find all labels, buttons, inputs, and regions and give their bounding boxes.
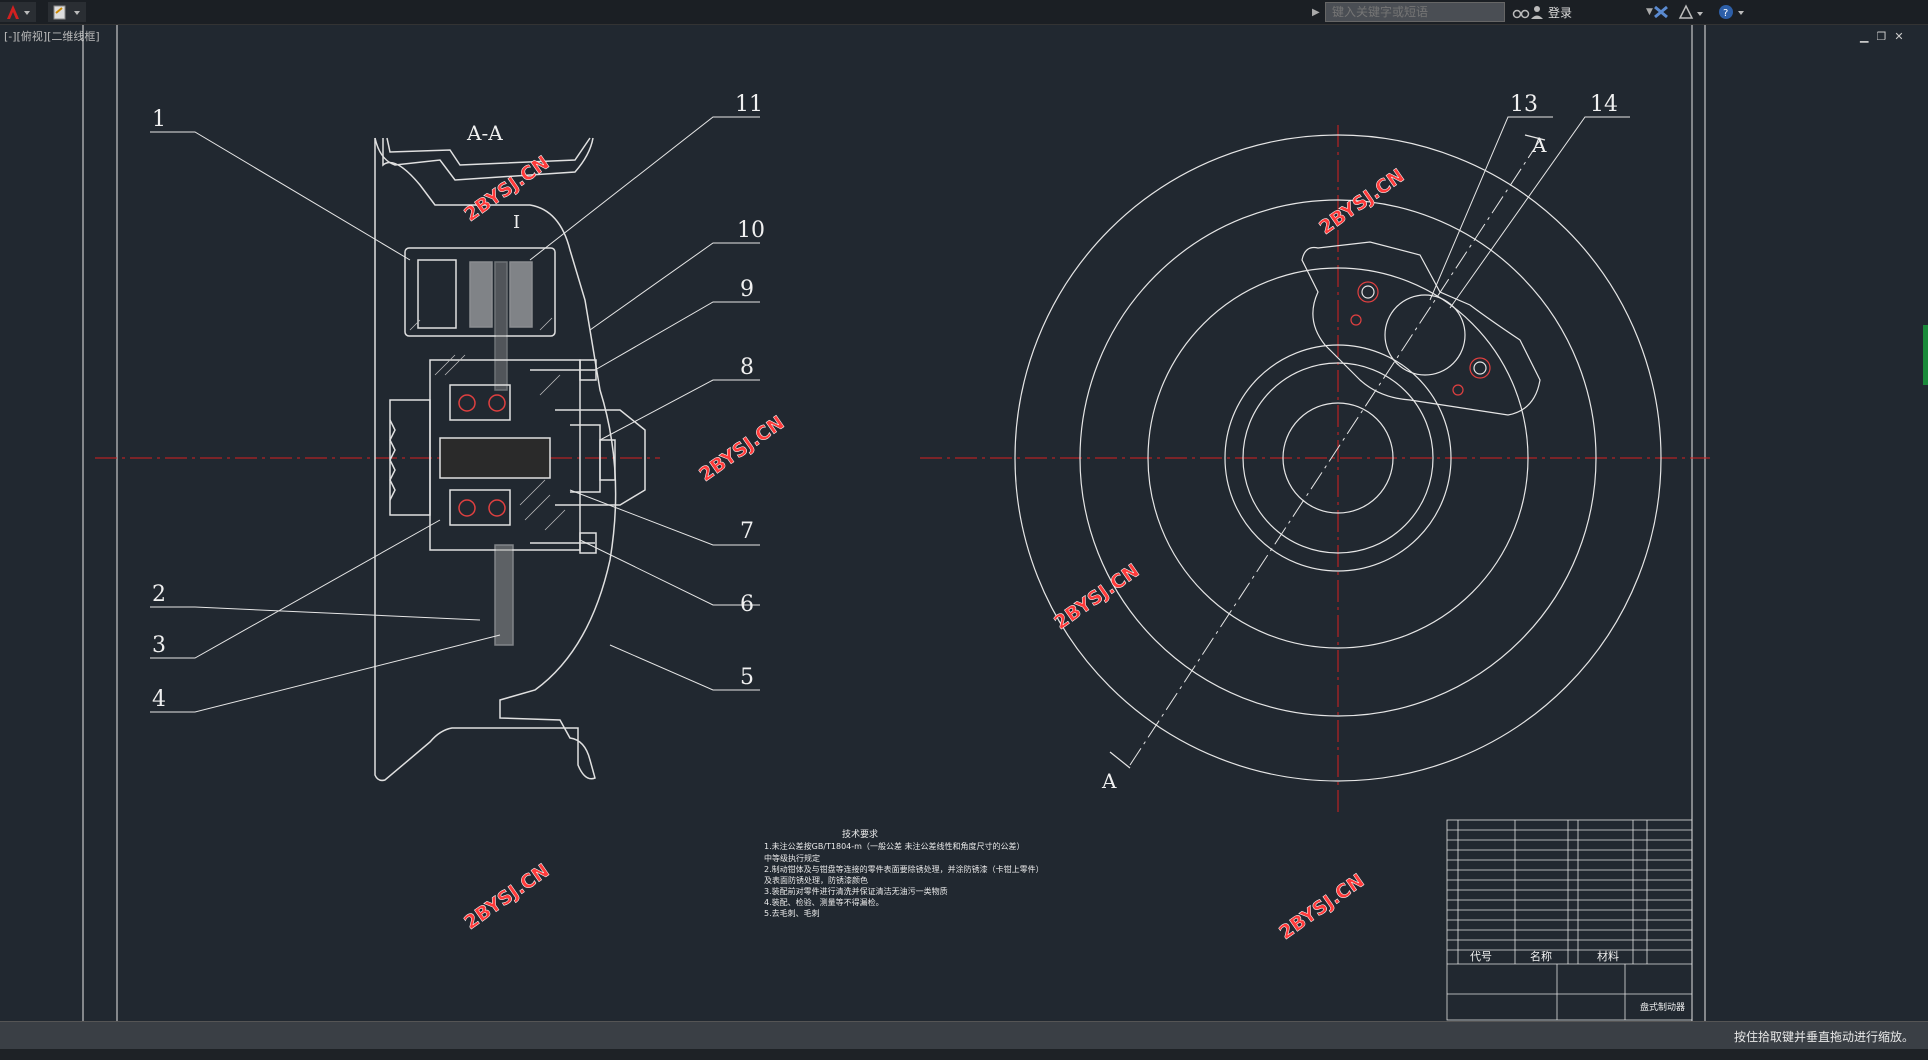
tech-line: 4.装配、检验、测量等不得漏检。 [764,897,884,907]
title-block [1446,819,1693,1021]
view-labels: A-A I A A [466,121,1547,793]
new-document-icon [53,5,80,20]
section-label: A-A [466,121,503,145]
tech-line: 3.装配前对零件进行清洗并保证清洁无油污一类物质 [764,886,948,896]
binoculars-icon [1512,6,1543,19]
drawing-canvas[interactable]: 1 2 3 4 5 6 7 8 9 10 11 13 14 A-A I A A … [0,25,1928,1021]
tech-line: 2.制动钳体及与钳盘等连接的零件表面要除锈处理，并涂防锈漆（卡钳上零件） [764,864,1044,874]
technical-requirements: 技术要求 1.未注公差按GB/T1804-m（一般公差 未注公差线性和角度尺寸的… [764,828,1044,918]
watermark: 2BYSJ.CN [1275,870,1368,944]
search-input[interactable] [1325,2,1505,22]
centerlines [95,125,1710,815]
front-view-a [1014,134,1662,782]
autocad-logo-icon [7,5,30,19]
callout-3: 3 [152,633,166,658]
login-label: 登录 [1548,5,1573,20]
tech-line: 中等级执行规定 [764,853,820,863]
viewport-controls-label[interactable]: [-][俯视][二维线框] [4,30,100,43]
drawing-window-controls: ▁ ❐ ✕ [1860,30,1904,43]
col-material-label: 材料 [1597,949,1619,963]
login-dropdown-icon: ▼ [1646,7,1653,17]
leader-lines [150,116,1630,713]
minimize-icon[interactable]: ▁ [1860,30,1869,43]
callout-6: 6 [740,592,754,617]
tech-line: 5.去毛刺、毛刺 [764,908,820,918]
callout-11: 11 [735,92,763,117]
callout-14: 14 [1590,92,1618,117]
title-bar: ▶ 登录 ▼ ? [0,0,1928,25]
a360-icon[interactable] [1678,2,1706,22]
scroll-indicator[interactable] [1923,325,1928,385]
callout-4: 4 [152,687,166,712]
restore-icon[interactable]: ❐ [1876,30,1887,43]
help-icon[interactable]: ? [1718,2,1748,22]
callout-2: 2 [152,582,166,607]
tech-line: 及表面防锈处理，防锈漆颜色 [764,875,868,885]
col-code-label: 代号 [1470,950,1492,963]
svg-text:?: ? [1723,8,1728,19]
callout-7: 7 [740,519,754,544]
watermark: 2BYSJ.CN [695,412,788,486]
callout-5: 5 [740,665,754,690]
bottom-strip [0,1049,1928,1060]
drawing-name: 盘式制动器 [1640,1001,1685,1013]
watermark: 2BYSJ.CN [460,860,553,934]
watermark: 2BYSJ.CN [1050,560,1143,634]
status-bar: 按住拾取键并垂直拖动进行缩放。 [0,1021,1928,1050]
title-block-text: 代号 名称 材料 盘式制动器 [1470,949,1685,1013]
detail-label: I [513,212,520,233]
login-button[interactable]: 登录 ▼ [1512,2,1653,22]
exchange-icon[interactable] [1652,2,1672,22]
close-icon[interactable]: ✕ [1894,30,1904,43]
col-name-label: 名称 [1530,949,1552,963]
quick-access-toolbar-button[interactable] [48,2,86,22]
callout-10: 10 [737,218,765,243]
tech-line: 1.未注公差按GB/T1804-m（一般公差 未注公差线性和角度尺寸的公差） [764,841,1024,851]
view-label-bottom: A [1101,769,1117,793]
search-expand-icon[interactable]: ▶ [1312,6,1320,18]
watermarks: 2BYSJ.CN 2BYSJ.CN 2BYSJ.CN 2BYSJ.CN 2BYS… [460,151,1409,944]
status-message: 按住拾取键并垂直拖动进行缩放。 [1733,1030,1914,1044]
view-label-top: A [1531,133,1547,157]
tech-title: 技术要求 [842,828,878,840]
application-menu-button[interactable] [0,2,36,22]
callout-9: 9 [740,277,754,302]
callout-1: 1 [152,107,166,132]
callout-13: 13 [1510,92,1538,117]
section-view-a-a [374,137,646,782]
watermark: 2BYSJ.CN [1315,165,1408,239]
callout-8: 8 [740,355,754,380]
callout-numbers: 1 2 3 4 5 6 7 8 9 10 11 13 14 [152,92,1618,712]
